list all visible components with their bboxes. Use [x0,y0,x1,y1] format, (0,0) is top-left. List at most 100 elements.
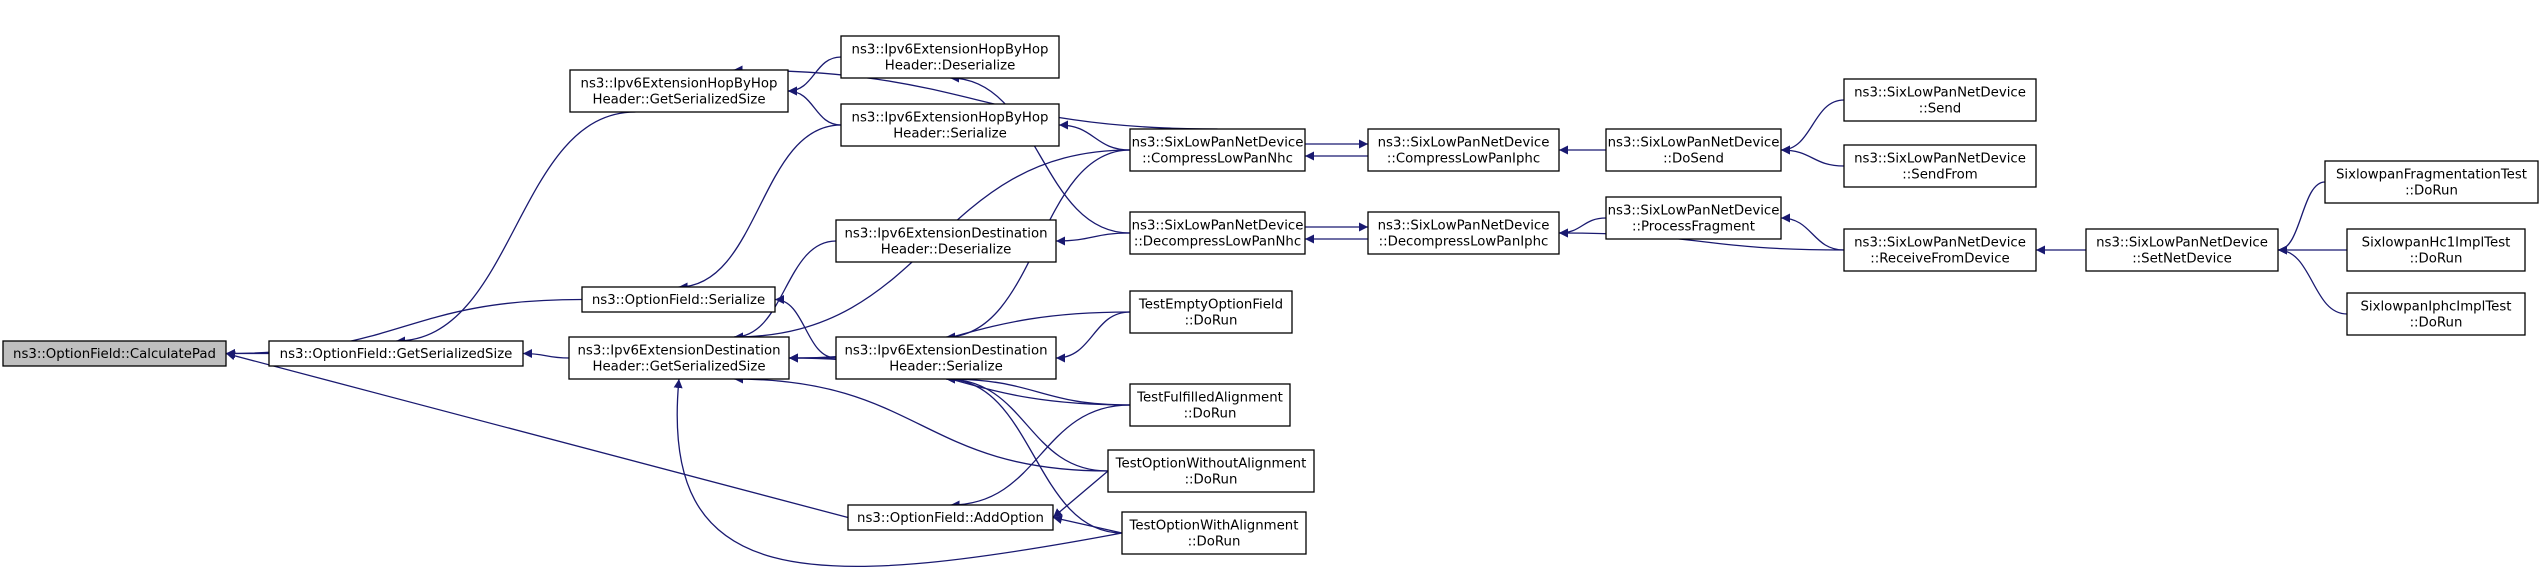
edge-fragtest-to-setnet [2277,181,2326,255]
node-send[interactable]: ns3::SixLowPanNetDevice::Send [1843,78,2037,122]
node-sixlowpan-iphc-impl-test[interactable]: SixlowpanIphcImplTest::DoRun [2346,292,2526,336]
node-label-line: ::CompressLowPanNhc [1142,152,1293,167]
edge-compnhc-to-hbhgss [733,65,1218,130]
node-label-line: TestFulfilledAlignment [1136,391,1283,406]
node-do-send[interactable]: ns3::SixLowPanNetDevice::DoSend [1605,128,1782,172]
node-box [1121,511,1307,555]
edge-send-to-dosend [1780,99,1845,155]
node-box [2346,228,2526,272]
node-test-option-with-alignment[interactable]: TestOptionWithAlignment::DoRun [1121,511,1307,555]
node-label-line: Header::Deserialize [881,243,1012,258]
node-box [1129,383,1291,427]
node-label-line: ::ProcessFragment [1632,220,1755,235]
node-sixlowpan-fragmentation-test[interactable]: SixlowpanFragmentationTest::DoRun [2324,160,2539,204]
node-box [840,103,1060,147]
node-label-line: ns3::SixLowPanNetDevice [1854,86,2026,101]
node-option-field-calculate-pad[interactable]: ns3::OptionField::CalculatePad [2,340,227,367]
edge-tfull-to-ofadd [950,404,1131,510]
node-receive-from-device[interactable]: ns3::SixLowPanNetDevice::ReceiveFromDevi… [1843,228,2037,272]
node-label-line: ::DoRun [1185,473,1238,488]
node-hop-by-hop-get-serialized-size[interactable]: ns3::Ipv6ExtensionHopByHopHeader::GetSer… [569,69,789,113]
node-test-empty-option-field[interactable]: TestEmptyOptionField::DoRun [1129,290,1293,334]
node-compress-low-pan-iphc[interactable]: ns3::SixLowPanNetDevice::CompressLowPanI… [1367,128,1560,172]
node-send-from[interactable]: ns3::SixLowPanNetDevice::SendFrom [1843,144,2037,188]
node-box [1605,128,1782,172]
node-label-line: ns3::Ipv6ExtensionDestination [844,227,1047,242]
edge-twithout-to-ofadd [1052,470,1109,518]
node-box [581,286,776,313]
node-box [2,340,227,367]
node-box [1367,128,1560,172]
node-option-field-serialize[interactable]: ns3::OptionField::Serialize [581,286,776,313]
node-label-line: ::SendFrom [1902,168,1977,183]
node-set-net-device[interactable]: ns3::SixLowPanNetDevice::SetNetDevice [2085,228,2279,272]
edge-twith-to-ofadd [1052,515,1123,534]
node-box [1843,144,2037,188]
node-label-line: ::ReceiveFromDevice [1870,252,2009,267]
node-label-line: Header::GetSerializedSize [592,93,765,108]
node-label-line: ns3::SixLowPanNetDevice [1132,136,1304,151]
node-box [835,219,1057,263]
node-label-line: TestOptionWithoutAlignment [1115,457,1307,472]
edge-tempty-to-dstser [1055,311,1131,363]
node-label-line: Header::Serialize [889,360,1003,375]
node-test-fulfilled-alignment[interactable]: TestFulfilledAlignment::DoRun [1129,383,1291,427]
node-label-line: SixlowpanIphcImplTest [2360,300,2511,315]
node-decompress-low-pan-iphc[interactable]: ns3::SixLowPanNetDevice::DecompressLowPa… [1367,211,1560,255]
edge-twith-to-dstgss [673,378,1123,568]
node-label-line: ns3::OptionField::Serialize [592,293,765,308]
node-label-line: ns3::OptionField::GetSerializedSize [280,347,513,362]
node-label-line: ::DoRun [2405,184,2458,199]
node-sixlowpan-hc1-impl-test[interactable]: SixlowpanHc1ImplTest::DoRun [2346,228,2526,272]
node-label-line: ns3::OptionField::CalculatePad [13,347,216,362]
node-compress-low-pan-nhc[interactable]: ns3::SixLowPanNetDevice::CompressLowPanN… [1129,128,1306,172]
node-label-line: ns3::SixLowPanNetDevice [2096,236,2268,251]
edge-recv-to-procfrag [1780,213,1845,251]
edge-compnhc-to-hbhser [1058,120,1131,151]
node-test-option-without-alignment[interactable]: TestOptionWithoutAlignment::DoRun [1107,449,1315,493]
node-label-line: SixlowpanHc1ImplTest [2362,236,2511,251]
node-box [1843,78,2037,122]
node-process-fragment[interactable]: ns3::SixLowPanNetDevice::ProcessFragment [1605,196,1782,240]
edge-sendfrom-to-dosend [1780,145,1845,167]
node-hop-by-hop-deserialize[interactable]: ns3::Ipv6ExtensionHopByHopHeader::Deseri… [840,35,1060,79]
edge-twithout-to-dstser [945,374,1109,472]
node-destination-get-serialized-size[interactable]: ns3::Ipv6ExtensionDestinationHeader::Get… [568,336,790,380]
node-label-line: TestEmptyOptionField [1138,298,1283,313]
node-label-line: ::DoRun [2410,252,2463,267]
node-label-line: ::DecompressLowPanNhc [1134,235,1301,250]
node-box [1843,228,2037,272]
node-label-line: ns3::OptionField::AddOption [857,511,1044,526]
edge-procfrag-to-decompiphc [1558,217,1607,238]
node-destination-serialize[interactable]: ns3::Ipv6ExtensionDestinationHeader::Ser… [835,336,1057,380]
node-label-line: Header::Deserialize [885,59,1016,74]
node-box [1367,211,1560,255]
node-label-line: ::DoSend [1663,152,1724,167]
edge-iphctest-to-setnet [2277,245,2348,315]
node-box [1605,196,1782,240]
node-option-field-get-serialized-size[interactable]: ns3::OptionField::GetSerializedSize [268,340,524,367]
node-box [1129,211,1306,255]
edge-decompnhc-to-hbhdes [949,73,1131,234]
node-label-line: ns3::SixLowPanNetDevice [1608,204,1780,219]
node-label-line: ns3::Ipv6ExtensionHopByHop [581,77,778,92]
node-label-line: Header::Serialize [893,127,1007,142]
node-box [268,340,524,367]
node-label-line: ::DoRun [1184,407,1237,422]
node-hop-by-hop-serialize[interactable]: ns3::Ipv6ExtensionHopByHopHeader::Serial… [840,103,1060,147]
node-option-field-add-option[interactable]: ns3::OptionField::AddOption [847,504,1054,531]
node-box [1129,128,1306,172]
edges-layer [225,56,2348,568]
edge-hbhser-to-ofser [678,124,842,292]
edge-dstgss-to-ofgss [522,349,570,359]
node-label-line: ns3::Ipv6ExtensionHopByHop [852,111,1049,126]
edge-hbhser-to-hbhgss [787,86,842,126]
node-label-line: ns3::Ipv6ExtensionDestination [577,344,780,359]
node-decompress-low-pan-nhc[interactable]: ns3::SixLowPanNetDevice::DecompressLowPa… [1129,211,1306,255]
node-label-line: ns3::SixLowPanNetDevice [1378,136,1550,151]
node-destination-deserialize[interactable]: ns3::Ipv6ExtensionDestinationHeader::Des… [835,219,1057,263]
node-label-line: ns3::SixLowPanNetDevice [1608,136,1780,151]
edge-ofadd-to-calcpad [225,351,849,519]
node-label-line: TestOptionWithAlignment [1129,519,1299,534]
node-box [2085,228,2279,272]
